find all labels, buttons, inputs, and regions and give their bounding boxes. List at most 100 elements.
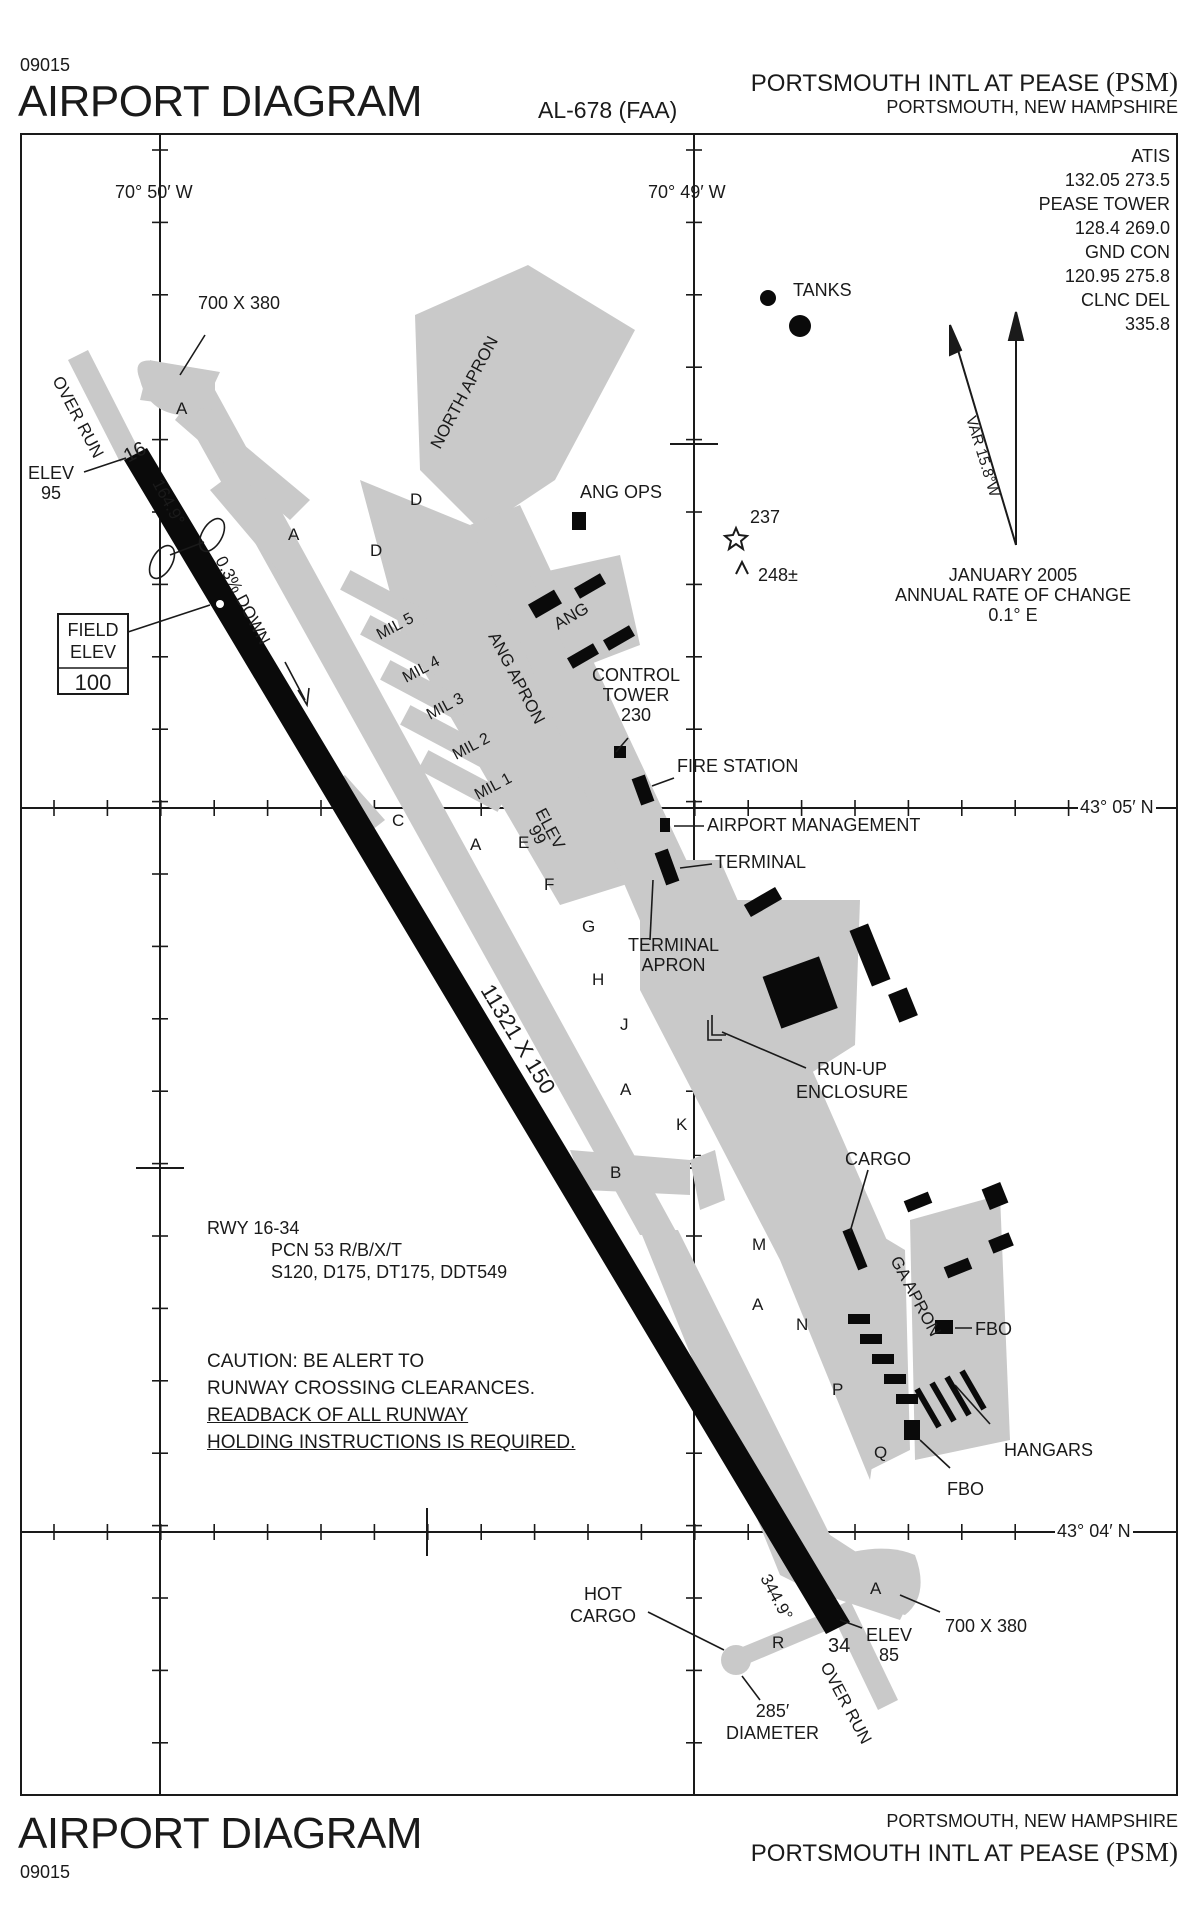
central-apron-pavement — [640, 860, 900, 1480]
obstacles — [722, 525, 750, 575]
taxiway-d-west: D — [370, 541, 382, 560]
taxiway-p: P — [832, 1380, 843, 1399]
field-elev-box — [57, 613, 129, 695]
diameter-block: 285′ DIAMETER — [726, 1700, 819, 1744]
ga-row-5 — [896, 1394, 918, 1404]
terminal-apron-line1: TERMINAL — [628, 935, 720, 955]
taxiway-a-pad: A — [870, 1579, 882, 1598]
hot-cargo-pad — [721, 1645, 751, 1675]
fbo-north-building — [935, 1320, 953, 1334]
longitude-east: 70° 49′ W — [648, 182, 726, 202]
caution-block: CAUTION: BE ALERT TO RUNWAY CROSSING CLE… — [207, 1348, 575, 1456]
footer-airport-name-text: PORTSMOUTH INTL AT PEASE — [750, 1840, 1100, 1867]
magnetic-north-line — [954, 339, 1017, 546]
control-tower-block: CONTROL TOWER 230 — [592, 665, 680, 725]
taxiway-e: E — [518, 833, 529, 852]
mil-1-stub — [418, 750, 508, 812]
obstacle-2-label: 248± — [758, 565, 798, 585]
runway-info-title: RWY 16-34 — [207, 1218, 300, 1238]
frequency-clearance-name: CLNC DEL — [1080, 290, 1170, 310]
leader-control-tower — [615, 737, 629, 753]
connector-b-pavement — [570, 1150, 690, 1195]
control-tower-line1: CONTROL — [592, 665, 681, 685]
frequency-tower-value: 128.4 269.0 — [1074, 218, 1170, 238]
leader-fire-station — [651, 777, 675, 787]
hangar-1 — [914, 1387, 942, 1429]
leader-hangars — [954, 1384, 991, 1425]
ga-building-3 — [988, 1232, 1014, 1254]
caution-line4: HOLDING INSTRUCTIONS IS REQUIRED. — [207, 1432, 576, 1453]
obstacle-peak-icon — [735, 559, 749, 575]
magnetic-north-arrow-icon — [949, 324, 963, 357]
taxiway-a-far-south: A — [752, 1295, 764, 1314]
paved-surfaces — [68, 265, 1010, 1710]
fire-station-label: FIRE STATION — [677, 756, 799, 776]
control-tower-line2: TOWER — [602, 685, 670, 705]
ident-label: AL-678 (FAA) — [538, 97, 678, 123]
taxiway-n: N — [796, 1315, 808, 1334]
ang-ops-label: ANG OPS — [580, 482, 663, 502]
main-hangar-building — [762, 956, 838, 1029]
connector-b-east-pavement — [690, 1150, 725, 1210]
ga-row-2 — [860, 1334, 882, 1344]
taxiway-m: M — [752, 1235, 766, 1254]
footer-volume: 09015 — [20, 1862, 71, 1882]
taxiway-a-label: A — [470, 835, 482, 854]
taxiway-a-mid: A — [288, 525, 300, 544]
caution-line3: READBACK OF ALL RUNWAY — [207, 1405, 469, 1426]
mil-2-stub — [400, 705, 490, 767]
elev-north-label: ELEV — [28, 463, 75, 483]
taxiway-g: G — [582, 917, 595, 936]
elev-north-block: ELEV 95 — [28, 463, 74, 503]
terminal-label: TERMINAL — [715, 852, 807, 872]
caution-line1: CAUTION: BE ALERT TO — [207, 1351, 425, 1372]
longitude-west: 70° 50′ W — [115, 182, 193, 202]
terminal-link-pavement — [700, 900, 760, 1065]
leader-hot-cargo — [647, 1611, 725, 1651]
field-elev-value: 100 — [75, 670, 112, 695]
ang-building-1 — [528, 589, 562, 619]
diagram-title: AIRPORT DIAGRAM — [18, 77, 423, 126]
magnetic-date: JANUARY 2005 — [948, 565, 1078, 585]
mil-4-stub — [360, 615, 450, 677]
leader-lines — [83, 334, 991, 1701]
taxiway-c: C — [392, 811, 404, 830]
airport-code: (PSM) — [1105, 67, 1178, 97]
pad-size-north: 700 X 380 — [198, 293, 281, 313]
runway-end-34: 34 — [828, 1635, 850, 1657]
cargo-label: CARGO — [845, 1149, 912, 1169]
taxiway-a-south-pavement — [640, 1230, 915, 1620]
runway-surface — [124, 448, 850, 1634]
ang-building-3 — [567, 643, 599, 669]
field-elev-line2: ELEV — [70, 642, 116, 662]
taxiway-h: H — [592, 970, 604, 989]
ga-building-1 — [903, 1191, 933, 1213]
hangar-2 — [929, 1381, 957, 1423]
taxiway-f: F — [544, 875, 554, 894]
compass-figure-icon — [148, 517, 226, 580]
footer-airport-name: PORTSMOUTH INTL AT PEASE (PSM) — [750, 1837, 1178, 1868]
connector-d-pavement — [210, 475, 300, 575]
taxiway-q: Q — [874, 1443, 887, 1462]
runup-line1: RUN-UP — [817, 1059, 888, 1079]
north-pad-fill — [140, 360, 215, 410]
leader-field-elev — [127, 604, 211, 633]
city-state: PORTSMOUTH, NEW HAMPSHIRE — [886, 97, 1178, 117]
obstacle-1-label: 237 — [750, 507, 781, 527]
leader-runup — [721, 1031, 807, 1069]
obstacle-star-icon — [722, 525, 750, 552]
footer-airport-code: (PSM) — [1105, 1837, 1178, 1867]
taxiway-a-north: A — [176, 399, 188, 418]
slope-arrow-line — [284, 661, 306, 701]
leader-terminal — [679, 863, 713, 869]
tanks-label: TANKS — [793, 280, 852, 300]
leader-fbo-south — [919, 1439, 951, 1469]
frequency-ground-name: GND CON — [1085, 242, 1170, 262]
runway-info-block: RWY 16-34 PCN 53 R/B/X/T S120, D175, DT1… — [207, 1217, 507, 1283]
taxiway-a-south: A — [620, 1080, 632, 1099]
diameter-line1: 285′ — [755, 1701, 790, 1721]
east-building-1 — [849, 923, 891, 987]
footer-city-state: PORTSMOUTH, NEW HAMPSHIRE — [886, 1811, 1178, 1831]
south-pad-pavement — [825, 1548, 921, 1615]
